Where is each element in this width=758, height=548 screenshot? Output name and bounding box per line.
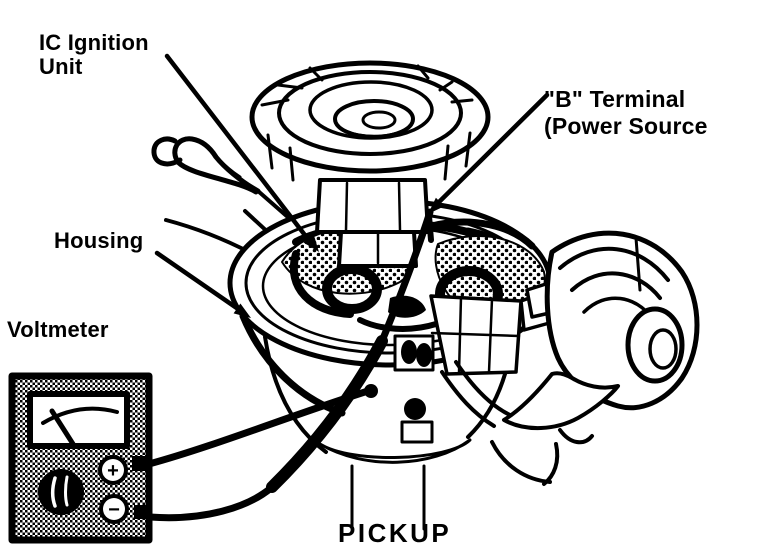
label-line: PICKUP [338, 518, 452, 548]
label-b-terminal: "B" Terminal (Power Source [544, 86, 708, 140]
test-probe [266, 208, 434, 493]
connector-block [393, 289, 555, 444]
svg-text:−: − [108, 499, 120, 521]
label-line: (Power Source [544, 113, 708, 139]
label-line: Unit [39, 54, 83, 79]
label-voltmeter: Voltmeter [7, 318, 109, 342]
arrowhead-icon [233, 303, 251, 318]
distributor-neck [315, 178, 430, 268]
positive-lead-clip [364, 384, 378, 398]
leader-lines [154, 53, 550, 318]
positive-terminal-icon: + [98, 455, 128, 485]
housing-leader-line [154, 250, 251, 318]
label-pickup: PICKUP [338, 518, 452, 548]
label-housing: Housing [54, 229, 143, 253]
label-line: Voltmeter [7, 317, 109, 342]
selector-knob [38, 469, 84, 515]
negative-terminal-icon: − [99, 494, 129, 524]
label-line: "B" Terminal [544, 86, 686, 112]
label-line: Housing [54, 228, 144, 253]
label-line: IC Ignition [39, 30, 149, 55]
label-ic-ignition-unit: IC Ignition Unit [39, 31, 149, 79]
meter-needle-icon [49, 408, 76, 447]
voltmeter-graphic: + − [8, 372, 153, 544]
meter-scale-arc [41, 406, 119, 425]
arrowhead-icon [303, 234, 319, 252]
negative-test-lead-wire [146, 484, 275, 522]
ic-ignition-leader-line [164, 53, 319, 252]
test-leads [145, 208, 434, 522]
vacuum-advance-unit [440, 230, 700, 445]
b-terminal-leader-line [426, 92, 550, 243]
arrowhead-icon [428, 197, 445, 214]
distributor-top-hub [249, 60, 491, 182]
b-terminal-post [426, 213, 434, 243]
svg-text:+: + [107, 460, 119, 482]
left-clamp-tab [151, 136, 300, 255]
